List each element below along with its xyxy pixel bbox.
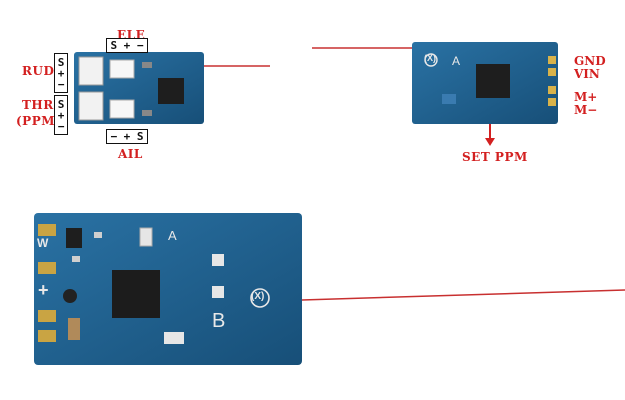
rud-pin-plus: + bbox=[57, 66, 65, 80]
bottom-receiver-board bbox=[34, 213, 302, 365]
ail-pin-box: − + S bbox=[106, 129, 148, 144]
top-right-a-mark: A bbox=[452, 54, 461, 68]
top-right-receiver-board bbox=[412, 42, 558, 124]
thr-pin-plus: + bbox=[57, 108, 65, 122]
thr-label: THR bbox=[22, 98, 54, 112]
ail-label: AIL bbox=[118, 147, 143, 161]
rud-label: RUD bbox=[22, 64, 55, 78]
ppm-label: (PPM) bbox=[16, 114, 62, 128]
ele-pin-box: S + − bbox=[106, 38, 148, 53]
set-ppm-label: SET PPM bbox=[462, 150, 528, 164]
rud-pin-minus: − bbox=[57, 77, 65, 91]
thr-pin-box: S + − bbox=[54, 95, 68, 135]
bottom-logo-mark: (X) bbox=[251, 291, 265, 302]
set-ppm-arrow bbox=[485, 124, 495, 146]
bottom-plus-mark: + bbox=[38, 280, 49, 300]
bottom-antenna-wire bbox=[301, 289, 625, 301]
m-plus-label: M+ bbox=[574, 90, 598, 104]
bottom-a-mark: A bbox=[168, 228, 177, 243]
thr-pin-s: S bbox=[57, 97, 65, 111]
top-left-receiver-board bbox=[74, 52, 204, 124]
rud-pin-s: S bbox=[57, 55, 65, 69]
vin-label: VIN bbox=[574, 67, 600, 81]
thr-pin-minus: − bbox=[57, 119, 65, 133]
bottom-b-mark: B bbox=[212, 310, 226, 332]
gnd-label: GND bbox=[574, 54, 606, 68]
m-minus-label: M− bbox=[574, 103, 598, 117]
bottom-w-mark: W bbox=[37, 236, 49, 250]
top-right-logo-mark: (X) bbox=[424, 53, 436, 63]
rud-pin-box: S + − bbox=[54, 53, 68, 93]
